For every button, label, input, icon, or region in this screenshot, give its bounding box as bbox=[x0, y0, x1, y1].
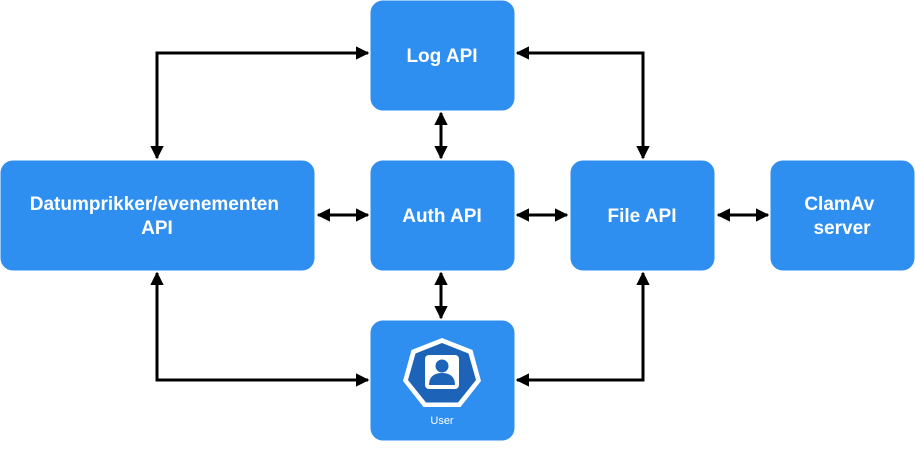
auth-api-node[interactable]: Auth API bbox=[370, 160, 515, 271]
log-api-node[interactable]: Log API bbox=[370, 0, 515, 111]
file-api-label: File API bbox=[608, 206, 677, 227]
edge-datum-user bbox=[150, 271, 370, 387]
user-label: User bbox=[430, 415, 454, 427]
edge-log-file bbox=[515, 46, 650, 160]
file-api-node[interactable]: File API bbox=[570, 160, 715, 271]
edges bbox=[150, 46, 770, 387]
clamav-server-label-line1: ClamAv bbox=[804, 194, 874, 215]
datumprikker-api-node[interactable]: Datumprikker/evenementen API bbox=[0, 160, 315, 271]
clamav-server-label-line2: server bbox=[813, 218, 871, 239]
auth-api-label: Auth API bbox=[402, 206, 482, 227]
edge-datum-log bbox=[150, 46, 370, 160]
clamav-server-label: ClamAv server bbox=[804, 194, 879, 239]
edge-file-user bbox=[515, 271, 650, 387]
datumprikker-api-label: Datumprikker/evenementen API bbox=[30, 194, 285, 239]
user-node[interactable]: User bbox=[370, 320, 515, 441]
datumprikker-api-label-line1: Datumprikker/evenementen bbox=[30, 194, 279, 215]
user-icon bbox=[403, 338, 481, 407]
datumprikker-api-label-line2: API bbox=[141, 218, 173, 239]
log-api-label: Log API bbox=[406, 46, 477, 67]
clamav-server-node[interactable]: ClamAv server bbox=[770, 160, 915, 271]
